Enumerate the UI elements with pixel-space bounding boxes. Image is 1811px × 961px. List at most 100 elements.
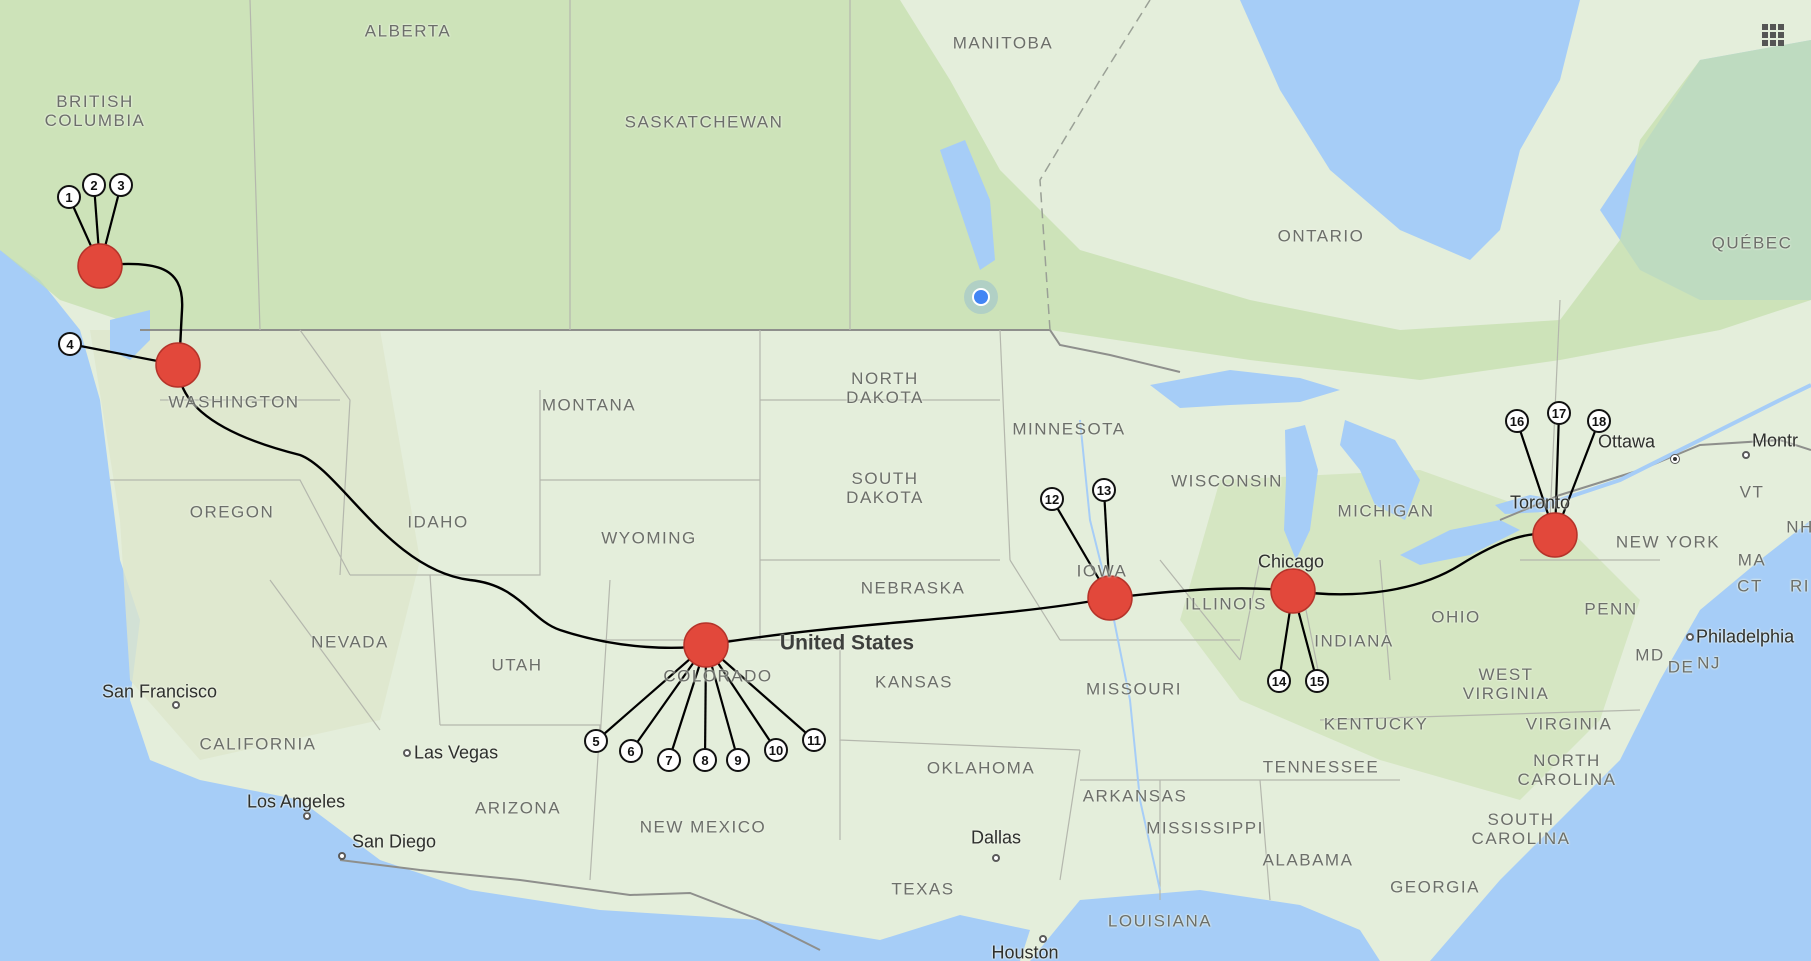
marker-17[interactable]: 17 xyxy=(1547,401,1571,425)
city-dot-houston xyxy=(1039,935,1047,943)
label-california: CALIFORNIA xyxy=(199,734,317,754)
label-illinois: ILLINOIS xyxy=(1185,594,1267,614)
label-arkansas: ARKANSAS xyxy=(1082,786,1188,806)
city-dot-montreal xyxy=(1742,451,1750,459)
label-new-york: NEW YORK xyxy=(1615,532,1721,552)
label-texas: TEXAS xyxy=(891,879,955,899)
label-arizona: ARIZONA xyxy=(474,798,562,818)
marker-6[interactable]: 6 xyxy=(619,739,643,763)
marker-4[interactable]: 4 xyxy=(58,332,82,356)
label-washington: WASHINGTON xyxy=(168,392,300,412)
cluster-toronto xyxy=(1532,512,1578,558)
label-nebraska: NEBRASKA xyxy=(860,578,966,598)
city-dallas: Dallas xyxy=(970,827,1022,848)
label-ct: CT xyxy=(1737,576,1763,596)
label-wyoming: WYOMING xyxy=(601,528,697,548)
city-las-vegas: Las Vegas xyxy=(414,742,499,763)
marker-12[interactable]: 12 xyxy=(1040,487,1064,511)
border-us-canada xyxy=(140,329,1181,373)
cluster-washington xyxy=(155,342,201,388)
city-chicago: Chicago xyxy=(1257,551,1325,572)
gulf-of-mexico xyxy=(1030,890,1380,961)
label-united-states: United States xyxy=(779,631,915,655)
marker-14[interactable]: 14 xyxy=(1267,669,1291,693)
label-montana: MONTANA xyxy=(541,395,637,415)
forest-canada xyxy=(0,0,1811,380)
label-minnesota: MINNESOTA xyxy=(1012,419,1126,439)
cluster-iowa xyxy=(1087,575,1133,621)
lake-winnipeg xyxy=(940,140,995,270)
marker-7[interactable]: 7 xyxy=(657,748,681,772)
label-de: DE xyxy=(1667,657,1695,677)
label-virginia: VIRGINIA xyxy=(1525,714,1613,734)
label-utah: UTAH xyxy=(491,655,543,675)
marker-15[interactable]: 15 xyxy=(1305,669,1329,693)
marker-5[interactable]: 5 xyxy=(584,729,608,753)
label-quebec: QUÉBEC xyxy=(1711,233,1793,253)
city-dot-san-francisco xyxy=(172,701,180,709)
label-british-columbia: BRITISH COLUMBIA xyxy=(44,92,146,130)
city-ottawa: Ottawa xyxy=(1598,431,1656,452)
city-philadelphia: Philadelphia xyxy=(1696,626,1795,647)
city-houston: Houston xyxy=(991,942,1059,961)
border-us-canada-east xyxy=(1499,438,1811,521)
label-north-dakota: NORTH DAKOTA xyxy=(846,369,924,407)
label-new-mexico: NEW MEXICO xyxy=(639,817,767,837)
mountains-west xyxy=(90,330,420,760)
apps-grid-icon[interactable] xyxy=(1762,24,1784,46)
river-st-lawrence xyxy=(1559,383,1811,502)
label-ontario: ONTARIO xyxy=(1277,226,1365,246)
salish-sea xyxy=(110,310,150,360)
marker-3[interactable]: 3 xyxy=(109,173,133,197)
label-south-carolina: SOUTH CAROLINA xyxy=(1471,810,1571,848)
label-missouri: MISSOURI xyxy=(1085,679,1183,699)
label-iowa: IOWA xyxy=(1076,561,1128,581)
state-borders xyxy=(110,0,1660,901)
label-nj: NJ xyxy=(1697,653,1721,673)
label-south-dakota: SOUTH DAKOTA xyxy=(846,469,924,507)
marker-13[interactable]: 13 xyxy=(1092,478,1116,502)
marker-11[interactable]: 11 xyxy=(802,728,826,752)
cluster-british-columbia xyxy=(77,243,123,289)
label-nevada: NEVADA xyxy=(311,632,389,652)
label-ohio: OHIO xyxy=(1431,607,1481,627)
label-colorado: COLORADO xyxy=(663,666,773,686)
marker-18[interactable]: 18 xyxy=(1587,409,1611,433)
city-san-diego: San Diego xyxy=(352,831,437,852)
city-dot-dallas xyxy=(992,854,1000,862)
label-kansas: KANSAS xyxy=(875,672,953,692)
city-toronto: Toronto xyxy=(1509,492,1571,513)
city-dot-san-diego xyxy=(338,852,346,860)
marker-9[interactable]: 9 xyxy=(726,748,750,772)
label-idaho: IDAHO xyxy=(407,512,469,532)
label-oregon: OREGON xyxy=(189,502,275,522)
marker-2[interactable]: 2 xyxy=(82,173,106,197)
label-vt: VT xyxy=(1739,482,1765,502)
label-md: MD xyxy=(1635,645,1665,665)
marker-8[interactable]: 8 xyxy=(693,748,717,772)
marker-16[interactable]: 16 xyxy=(1505,409,1529,433)
marker-10[interactable]: 10 xyxy=(764,738,788,762)
cluster-chicago xyxy=(1270,568,1316,614)
label-nh: NH xyxy=(1786,517,1811,537)
city-san-francisco: San Francisco xyxy=(102,681,218,702)
city-los-angeles: Los Angeles xyxy=(247,791,346,812)
river-mississippi xyxy=(1079,419,1161,891)
label-kentucky: KENTUCKY xyxy=(1323,714,1429,734)
city-dot-las-vegas xyxy=(403,749,411,757)
label-michigan: MICHIGAN xyxy=(1337,501,1435,521)
lake-michigan xyxy=(1284,425,1318,560)
province-border xyxy=(1039,0,1151,331)
label-north-carolina: NORTH CAROLINA xyxy=(1517,751,1617,789)
cluster-colorado xyxy=(683,622,729,668)
label-manitoba: MANITOBA xyxy=(952,33,1054,53)
marker-1[interactable]: 1 xyxy=(57,185,81,209)
label-alberta: ALBERTA xyxy=(364,21,452,41)
lake-huron xyxy=(1340,420,1420,520)
label-mississippi: MISSISSIPPI xyxy=(1146,818,1264,838)
label-indiana: INDIANA xyxy=(1314,631,1394,651)
label-oklahoma: OKLAHOMA xyxy=(926,758,1036,778)
hudson-bay xyxy=(1240,0,1580,260)
